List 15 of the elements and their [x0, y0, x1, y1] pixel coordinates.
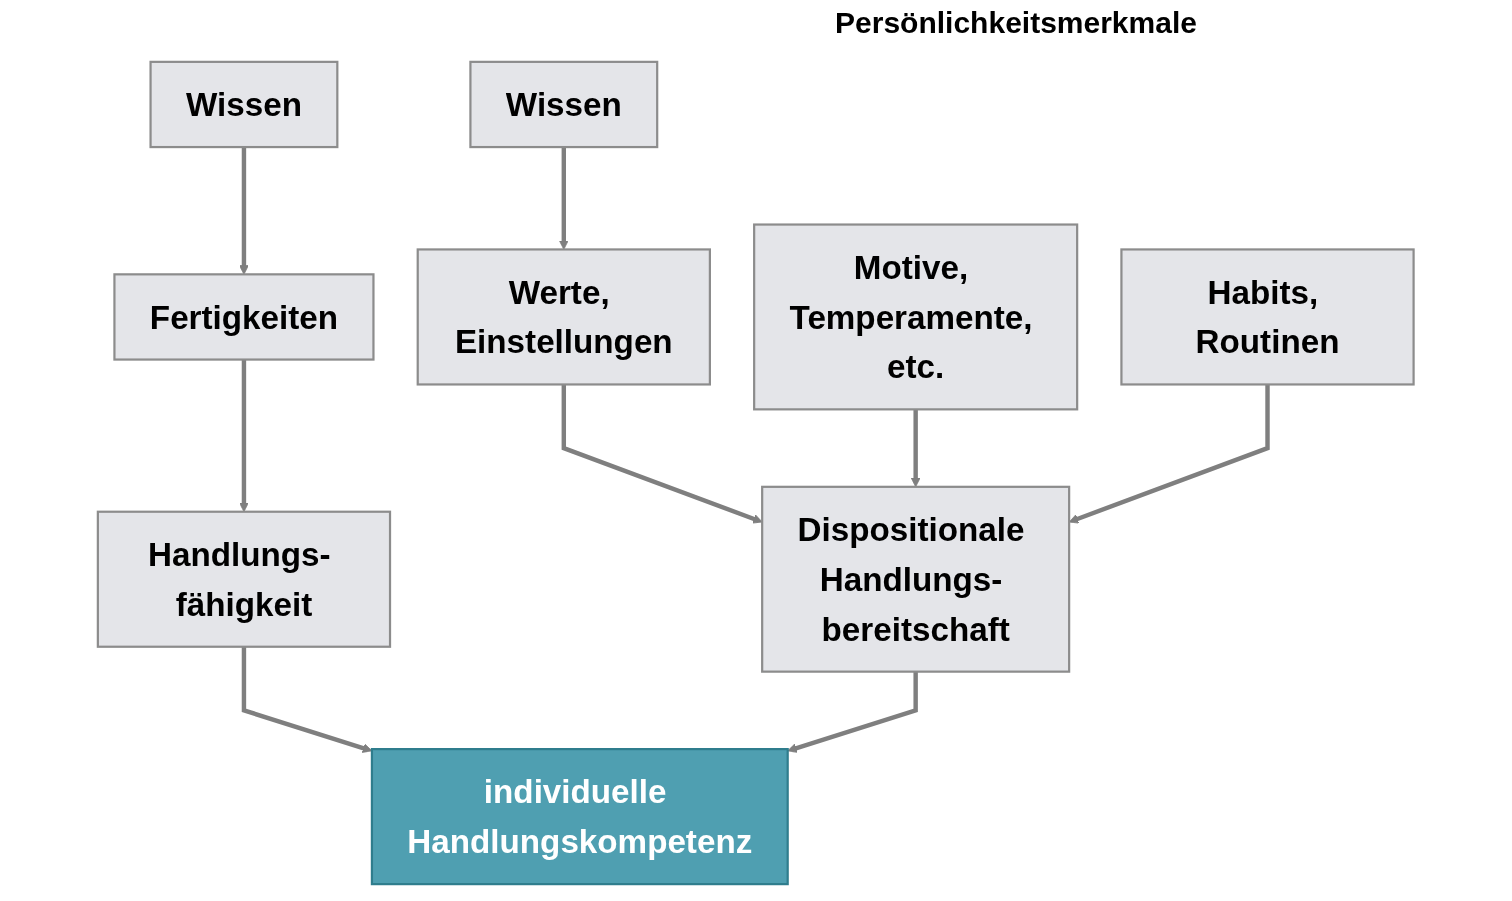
- node-box: Fertigkeiten: [113, 272, 375, 361]
- node-box: Wissen: [149, 60, 339, 148]
- node-box: Handlungs- fähigkeit: [97, 510, 392, 648]
- node-box: Dispositionale Handlungs- bereitschaft: [761, 485, 1071, 673]
- node-box: Habits, Routinen: [1120, 247, 1415, 386]
- arrow: [242, 646, 373, 753]
- arrow: [911, 408, 921, 487]
- arrow: [787, 671, 919, 753]
- node-box: individuelle Handlungskompetenz: [371, 747, 790, 885]
- node-box: Wissen: [469, 60, 659, 148]
- arrow: [239, 359, 250, 512]
- group-heading: Persönlichkeitsmerkmale: [835, 6, 1197, 40]
- node-box: Werte, Einstellungen: [416, 247, 712, 386]
- arrow: [561, 383, 763, 524]
- node-box: Motive, Temperamente, etc.: [753, 222, 1079, 410]
